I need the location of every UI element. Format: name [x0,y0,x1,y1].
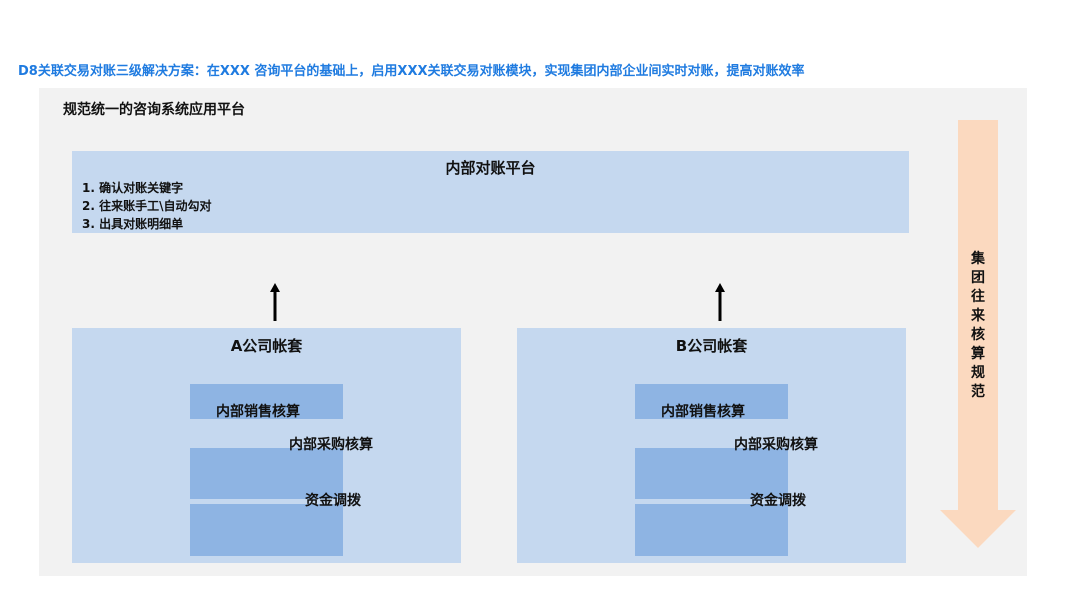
purchase-accounting-label: 内部采购核算 [289,437,373,453]
platform-title: 内部对账平台 [445,159,536,177]
company-b-ledger: B公司帐套 内部销售核算 内部采购核算 资金调拨 [517,328,906,563]
purchase-accounting-label: 内部采购核算 [734,437,818,453]
platform-steps: 1. 确认对账关键字 2. 往来账手工\自动勾对 3. 出具对账明细单 [82,179,211,233]
company-title: A公司帐套 [230,337,303,355]
sales-accounting-label: 内部销售核算 [661,404,745,420]
purchase-accounting-box [190,448,343,499]
company-title: B公司帐套 [675,337,748,355]
funds-transfer-label: 资金调拨 [750,493,806,509]
platform-step: 1. 确认对账关键字 [82,181,184,195]
platform-step: 3. 出具对账明细单 [82,217,184,231]
up-arrow-icon [270,283,280,321]
funds-transfer-box [635,504,788,556]
platform-step: 2. 往来账手工\自动勾对 [82,199,212,213]
group-accounting-norms-label: 集团往来核算规范 [971,251,985,400]
down-arrow-icon [940,120,1016,548]
company-a-ledger: A公司帐套 内部销售核算 内部采购核算 资金调拨 [72,328,461,563]
up-arrow-icon [715,283,725,321]
funds-transfer-box [190,504,343,556]
purchase-accounting-box [635,448,788,499]
sales-accounting-label: 内部销售核算 [216,404,300,420]
system-title: 规范统一的咨询系统应用平台 [63,102,245,118]
headline: D8关联交易对账三级解决方案：在XXX 咨询平台的基础上，启用XXX关联交易对账… [18,64,805,79]
sales-accounting-box [635,384,788,419]
funds-transfer-label: 资金调拨 [305,493,361,509]
sales-accounting-box [190,384,343,419]
internal-reconciliation-platform: 内部对账平台 1. 确认对账关键字 2. 往来账手工\自动勾对 3. 出具对账明… [72,151,909,233]
